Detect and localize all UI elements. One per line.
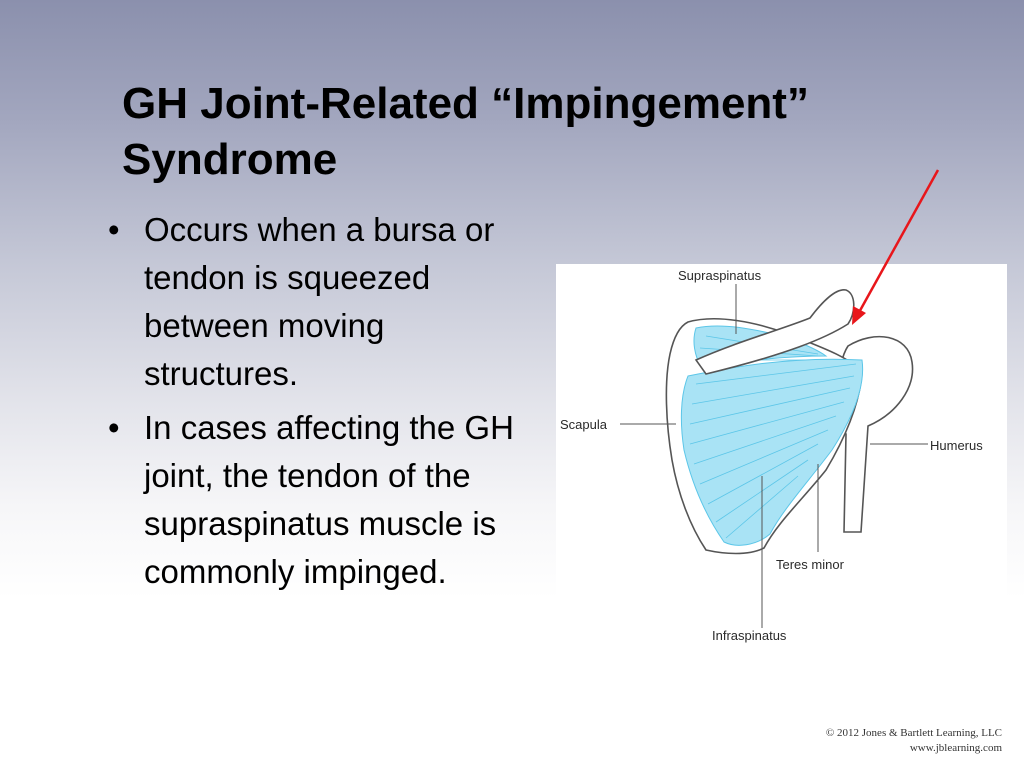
copyright-notice: © 2012 Jones & Bartlett Learning, LLC ww…: [826, 726, 1002, 756]
label-infraspinatus: Infraspinatus: [712, 628, 787, 643]
bullet-item: • In cases affecting the GH joint, the t…: [102, 404, 522, 596]
bullet-dot-icon: •: [108, 211, 120, 248]
copyright-line: © 2012 Jones & Bartlett Learning, LLC: [825, 727, 1002, 739]
copyright-url: www.jblearning.com: [909, 742, 1002, 754]
leader-lines: [620, 284, 928, 628]
slide-title: GH Joint-Related “Impingement” Syndrome: [122, 79, 809, 184]
bullet-dot-icon: •: [108, 409, 120, 446]
bullet-list: • Occurs when a bursa or tendon is squee…: [102, 206, 522, 602]
label-scapula: Scapula: [560, 417, 608, 432]
label-teres-minor: Teres minor: [776, 557, 845, 572]
bullet-text: In cases affecting the GH joint, the ten…: [144, 409, 514, 590]
infraspinatus-muscle: [680, 358, 864, 546]
bullet-item: • Occurs when a bursa or tendon is squee…: [102, 206, 522, 398]
shoulder-anatomy-illustration: Supraspinatus Scapula Humerus Teres mino…: [560, 268, 983, 643]
bullet-text: Occurs when a bursa or tendon is squeeze…: [144, 211, 495, 392]
shoulder-anatomy-figure: Supraspinatus Scapula Humerus Teres mino…: [556, 264, 1007, 650]
label-humerus: Humerus: [930, 438, 983, 453]
acromion-bone: [694, 289, 855, 375]
label-supraspinatus: Supraspinatus: [678, 268, 762, 283]
